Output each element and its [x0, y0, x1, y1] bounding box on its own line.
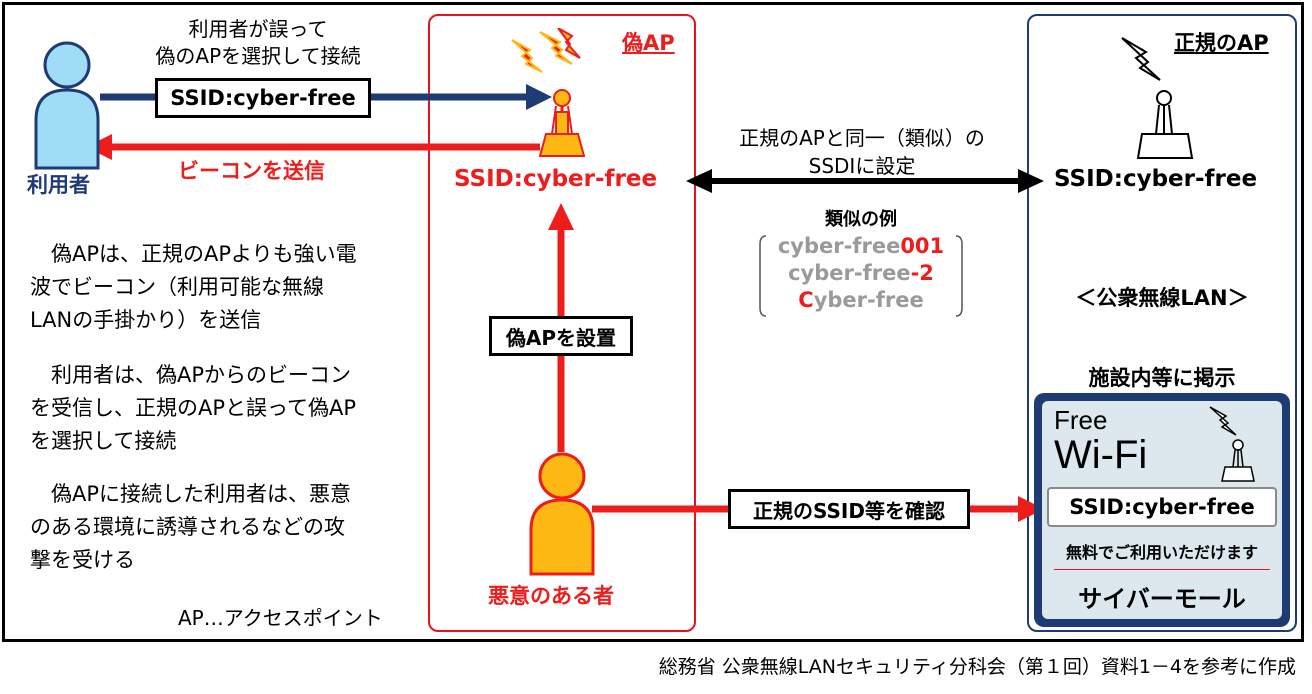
real-ap-ssid: SSID:cyber-free [1054, 166, 1258, 192]
diagram-frame [2, 2, 1304, 642]
paragraph-3: 偽APに接続した利用者は、悪意 のある環境に誘導されるなどの攻 撃を受ける [30, 478, 351, 577]
fake-ap-title: 偽AP [622, 31, 675, 55]
sign-mall: サイバーモール [1078, 585, 1246, 613]
sign-antenna-icon [1209, 406, 1255, 482]
real-ap-title: 正規のAP [1174, 31, 1269, 55]
paragraph-2: 利用者は、偽APからのビーコン を受信し、正規のAPと誤って偽AP を選択して接… [30, 359, 356, 458]
wifi-sign-inner: Free Wi-Fi SSID:cyber-free 無料でご利用いただけます … [1042, 401, 1282, 619]
paragraph-2-line-1: 利用者は、偽APからのビーコン [30, 363, 352, 387]
similar-bracket-left [759, 235, 767, 317]
top-note-line-2: 偽のAPを選択して接続 [155, 44, 361, 68]
middle-note-line-1: 正規のAPと同一（類似）の [739, 126, 985, 150]
sign-divider [1054, 569, 1270, 570]
similar-bracket-right [955, 235, 963, 317]
sign-free-use: 無料でご利用いただけます [1065, 543, 1258, 562]
paragraph-3-line-2: のある環境に誘導されるなどの攻 [30, 515, 345, 539]
sign-free: Free [1054, 405, 1108, 435]
attacker-icon [529, 452, 595, 576]
fake-ap-ssid: SSID:cyber-free [454, 166, 658, 192]
real-antenna-icon [1121, 37, 1194, 159]
posted-label: 施設内等に掲示 [1088, 366, 1236, 390]
paragraph-2-line-3: を選択して接続 [30, 429, 177, 453]
similar-title: 類似の例 [825, 209, 897, 230]
paragraph-3-line-1: 偽APに接続した利用者は、悪意 [30, 482, 352, 506]
paragraph-1-line-3: LANの手掛かり）を送信 [30, 308, 262, 332]
confirm-label: 正規のSSID等を確認 [728, 489, 970, 529]
source-note: 総務省 公衆無線LANセキュリティ分科会（第１回）資料1－4を参考に作成 [658, 656, 1296, 678]
fake-ap-box [428, 14, 696, 632]
paragraph-2-line-2: を受信し、正規のAPと誤って偽AP [30, 396, 357, 420]
paragraph-1-line-1: 偽APは、正規のAPよりも強い電 [30, 242, 357, 266]
ssid-arrow-label: SSID:cyber-free [155, 78, 371, 118]
fake-antenna-icon [511, 28, 586, 157]
user-icon [34, 41, 100, 170]
confirm-arrowhead [1018, 496, 1044, 522]
attacker-label: 悪意のある者 [488, 584, 614, 608]
middle-note-line-2: SSDIに設定 [808, 154, 916, 178]
beacon-label: ビーコンを送信 [178, 159, 325, 183]
sign-ssid: SSID:cyber-free [1047, 487, 1277, 527]
similar-example-2: cyber-free-2 [788, 261, 934, 285]
ap-footnote: AP…アクセスポイント [178, 606, 383, 630]
paragraph-1: 偽APは、正規のAPよりも強い電 波でビーコン（利用可能な無線 LANの手掛かり… [30, 238, 357, 337]
paragraph-1-line-2: 波でビーコン（利用可能な無線 [30, 275, 324, 299]
similar-example-1: cyber-free001 [777, 234, 945, 258]
paragraph-3-line-3: 撃を受ける [30, 548, 135, 572]
real-ap-box [1027, 14, 1297, 632]
public-lan-label: ＜公衆無線LAN＞ [1075, 286, 1249, 310]
similar-example-3: Cyber-free [798, 288, 924, 312]
install-label: 偽APを設置 [489, 316, 633, 356]
sign-wifi: Wi-Fi [1054, 433, 1148, 477]
user-label: 利用者 [27, 173, 90, 197]
wifi-sign: Free Wi-Fi SSID:cyber-free 無料でご利用いただけます … [1034, 393, 1290, 627]
install-arrowhead [548, 203, 574, 230]
connect-arrowhead [526, 84, 552, 110]
top-note-line-1: 利用者が誤って [188, 17, 328, 41]
